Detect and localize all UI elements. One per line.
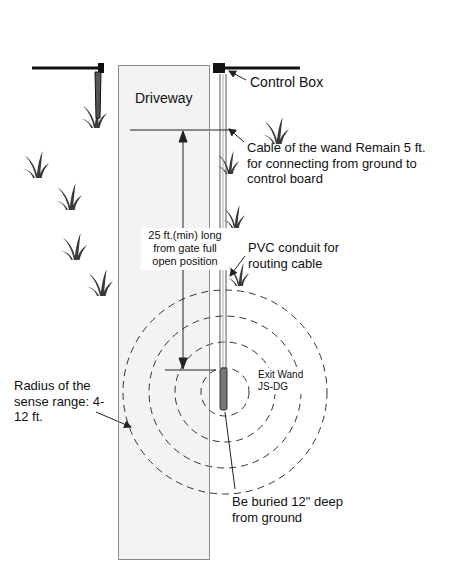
callout-label: Be buried 12" deep from ground (232, 494, 367, 525)
callout-label: Control Box (250, 74, 370, 91)
exit-wand (220, 368, 227, 410)
sense-range-circles (123, 290, 327, 494)
dimension-label: 25 ft.(min) long from gate full open pos… (141, 228, 229, 270)
dimension-line (130, 130, 236, 370)
node-label: Driveway (135, 90, 193, 107)
callout-label: PVC conduit for routing cable (248, 240, 368, 271)
driveway-band: Driveway (118, 65, 210, 560)
callout-label: Radius of the sense range: 4-12 ft. (14, 378, 116, 425)
gate-arms (32, 63, 300, 118)
control-box (213, 63, 225, 73)
pvc-conduit (220, 74, 226, 368)
part-label: Exit Wand JS-DG (256, 368, 322, 394)
callout-label: Cable of the wand Remain 5 ft. for conne… (247, 140, 443, 187)
